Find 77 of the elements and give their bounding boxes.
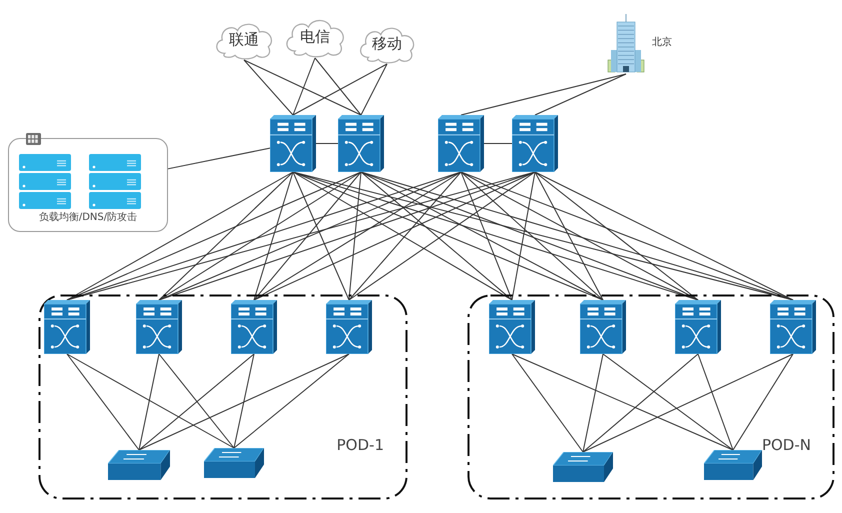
- network-link: [512, 354, 734, 450]
- network-link: [292, 172, 350, 300]
- network-link: [512, 354, 584, 452]
- switch-icon: [553, 452, 613, 482]
- node-label: 移动: [371, 36, 403, 52]
- network-link: [292, 64, 388, 116]
- network-link: [582, 354, 698, 452]
- network-link: [348, 172, 536, 300]
- network-link: [348, 172, 462, 300]
- network-link: [234, 354, 350, 448]
- network-link: [534, 172, 604, 300]
- network-link: [348, 172, 362, 300]
- network-link: [732, 354, 794, 450]
- switch-icon: [338, 115, 384, 172]
- network-link: [158, 354, 234, 448]
- network-link: [254, 172, 462, 300]
- switch-icon: [704, 450, 762, 480]
- network-link: [460, 74, 626, 116]
- network-link: [512, 172, 536, 300]
- network-link: [360, 172, 512, 300]
- network-link: [66, 354, 140, 450]
- switch-icon: [44, 300, 90, 354]
- network-link: [360, 64, 388, 116]
- network-link: [158, 172, 362, 300]
- network-link: [582, 354, 794, 452]
- network-link: [254, 172, 294, 300]
- building-icon: [606, 14, 646, 74]
- network-link: [314, 58, 362, 116]
- switch-icon: [580, 300, 626, 354]
- switch-icon: [512, 115, 558, 172]
- network-link: [534, 172, 794, 300]
- switch-icon: [770, 300, 816, 354]
- network-link: [292, 172, 604, 300]
- node-label: 联通: [228, 32, 260, 48]
- network-link: [292, 58, 316, 116]
- network-link: [244, 60, 362, 116]
- network-link: [460, 172, 604, 300]
- group-label: POD-N: [762, 438, 811, 453]
- network-link: [138, 354, 350, 450]
- network-link: [138, 354, 254, 450]
- network-link: [316, 143, 338, 144]
- network-link: [66, 172, 294, 300]
- switch-icon: [489, 300, 535, 354]
- network-link: [534, 172, 698, 300]
- network-link: [254, 172, 536, 300]
- network-link: [698, 354, 734, 450]
- group-label: POD-1: [336, 438, 384, 453]
- network-link: [244, 60, 294, 116]
- network-link: [582, 354, 604, 452]
- pod-group-frame: [467, 294, 835, 500]
- place-label: 北京: [652, 38, 672, 48]
- network-link: [158, 172, 462, 300]
- network-link: [360, 172, 604, 300]
- switch-icon: [204, 448, 264, 478]
- switch-icon: [438, 115, 484, 172]
- network-link: [66, 354, 234, 448]
- network-link: [534, 74, 626, 116]
- network-link: [460, 172, 512, 300]
- pod-group-frame: [38, 294, 408, 500]
- switch-icon: [136, 300, 182, 354]
- network-link: [234, 354, 254, 448]
- network-link: [460, 172, 698, 300]
- switch-icon: [270, 115, 316, 172]
- network-link: [168, 148, 270, 170]
- node-label: 电信: [299, 30, 331, 44]
- network-link: [158, 172, 294, 300]
- network-link: [66, 172, 362, 300]
- switch-icon: [108, 450, 170, 480]
- switch-icon: [675, 300, 721, 354]
- switch-icon: [326, 300, 372, 354]
- network-link: [138, 354, 160, 450]
- network-link: [602, 354, 734, 450]
- network-link: [484, 143, 512, 144]
- network-link: [292, 172, 512, 300]
- node-label: 负载均衡/DNS/防攻击: [38, 213, 138, 223]
- network-link: [254, 172, 362, 300]
- switch-icon: [231, 300, 277, 354]
